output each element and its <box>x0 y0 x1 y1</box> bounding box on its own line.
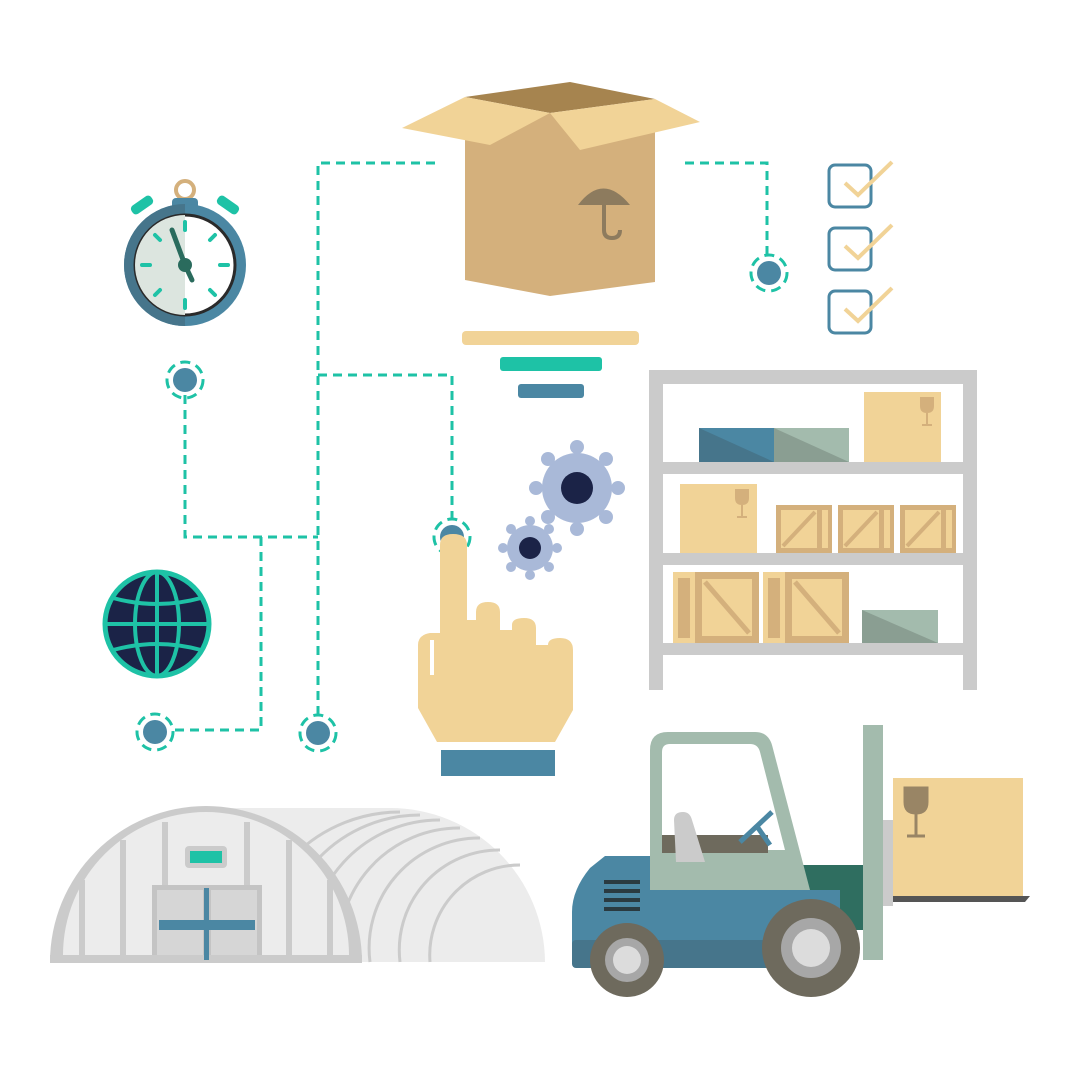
forklift-icon <box>572 725 1030 997</box>
pointing-hand-icon <box>418 534 573 776</box>
node <box>165 360 205 400</box>
gear-large <box>529 440 625 536</box>
crate-row <box>776 505 956 553</box>
globe-icon <box>102 569 212 679</box>
node <box>135 712 175 752</box>
checkbox-item <box>827 223 894 272</box>
wheel-rear <box>762 899 860 997</box>
gear-small <box>498 516 562 580</box>
checkbox-item <box>827 160 894 209</box>
warehouse-icon <box>50 806 545 963</box>
wheel-front <box>590 923 664 997</box>
shelf-icon <box>649 370 977 690</box>
checklist-icon <box>827 160 894 335</box>
checkbox-item <box>827 286 894 335</box>
box-icon <box>402 82 700 398</box>
dashed-connectors <box>170 161 769 732</box>
node <box>749 253 789 293</box>
gears-icon <box>498 440 625 580</box>
crate-row-bottom <box>673 572 938 643</box>
node <box>298 713 338 753</box>
stopwatch-icon <box>124 179 246 326</box>
